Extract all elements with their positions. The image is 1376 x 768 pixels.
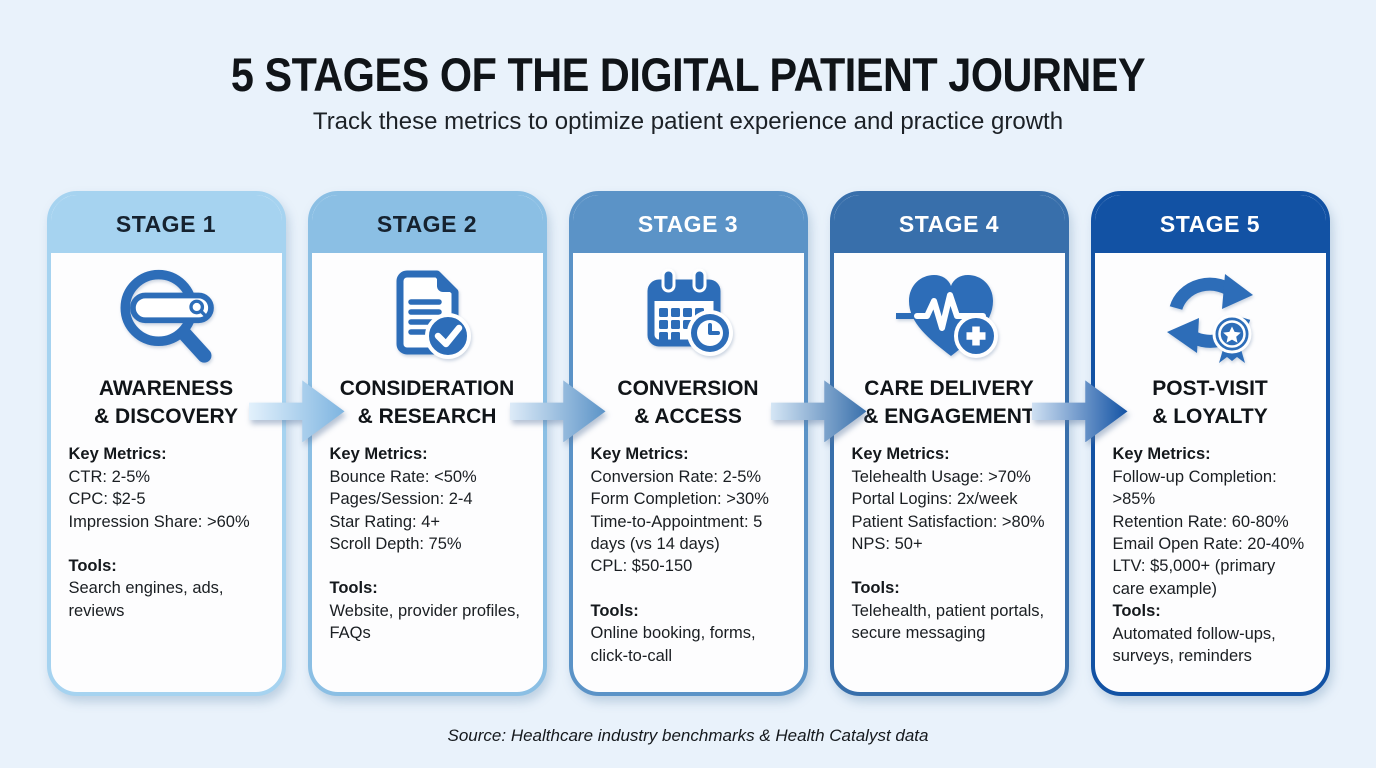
key-metrics-label: Key Metrics:: [68, 445, 167, 464]
stage-5-header: STAGE 5: [1094, 195, 1326, 254]
stage-card-5: STAGE 5 POST-VISIT & LOYALTY Key Metrics…: [1090, 191, 1330, 697]
stage-3-metrics: Key Metrics: Conversion Rate: 2-5% Form …: [573, 443, 804, 578]
tools-label: Tools:: [590, 601, 639, 620]
flow-arrow-2: [509, 380, 606, 443]
search-magnifier-icon: [51, 263, 282, 369]
tools-values: Website, provider profiles, FAQs: [329, 601, 520, 643]
stage-3-label: STAGE 3: [637, 210, 739, 237]
stage-4-metrics: Key Metrics: Telehealth Usage: >70% Port…: [834, 443, 1065, 555]
flow-arrow-4-shape: [1031, 380, 1128, 443]
key-metrics-label: Key Metrics:: [851, 445, 950, 464]
page-subtitle: Track these metrics to optimize patient …: [312, 108, 1064, 136]
stage-2-header: STAGE 2: [311, 195, 543, 254]
stage-3-tools: Tools: Online booking, forms, click-to-c…: [573, 600, 804, 667]
page-title: 5 STAGES OF THE DIGITAL PATIENT JOURNEY: [230, 48, 1146, 101]
calendar-clock-icon: [573, 263, 804, 369]
key-metrics-label: Key Metrics:: [590, 445, 689, 464]
key-metrics-label: Key Metrics:: [329, 445, 428, 464]
key-metrics-values: Follow-up Completion: >85% Retention Rat…: [1112, 467, 1305, 598]
stage-4-header: STAGE 4: [833, 195, 1065, 254]
stage-4-label: STAGE 4: [898, 210, 1000, 237]
flow-arrow-2-shape: [509, 380, 606, 443]
stage-card-3: STAGE 3: [568, 191, 808, 697]
stage-1-header: STAGE 1: [50, 195, 282, 254]
stage-3-title: CONVERSION & ACCESS: [617, 377, 759, 429]
tools-label: Tools:: [1112, 602, 1161, 621]
tools-label: Tools:: [68, 556, 117, 575]
flow-arrow-4: [1031, 380, 1128, 443]
heart-pulse-plus-icon: [834, 263, 1065, 369]
tools-values: Online booking, forms, click-to-call: [590, 624, 756, 665]
key-metrics-values: Telehealth Usage: >70% Portal Logins: 2x…: [851, 467, 1045, 553]
stage-2-label: STAGE 2: [376, 210, 478, 237]
tools-values: Search engines, ads, reviews: [68, 579, 224, 620]
stage-card-4: STAGE 4 CARE DELIVERY & ENGAGEMENT Key M…: [829, 191, 1069, 697]
stage-5-title: POST-VISIT & LOYALTY: [1152, 377, 1268, 429]
tools-values: Automated follow-ups, surveys, reminders: [1112, 624, 1276, 666]
flow-arrow-3-shape: [770, 380, 867, 443]
flow-arrow-1: [248, 380, 345, 443]
heading: 5 STAGES OF THE DIGITAL PATIENT JOURNEY …: [0, 0, 1376, 136]
stages-row: STAGE 1 AWARENESS & DISCOVERY Key Metric…: [46, 191, 1330, 697]
key-metrics-values: CTR: 2-5% CPC: $2-5 Impression Share: >6…: [68, 467, 250, 531]
stage-1-label: STAGE 1: [115, 210, 217, 237]
stage-4-title: CARE DELIVERY & ENGAGEMENT: [863, 377, 1035, 429]
source-note: Source: Healthcare industry benchmarks &…: [447, 726, 929, 746]
stage-2-metrics: Key Metrics: Bounce Rate: <50% Pages/Ses…: [312, 443, 543, 555]
tools-label: Tools:: [329, 579, 378, 598]
stage-card-1: STAGE 1 AWARENESS & DISCOVERY Key Metric…: [46, 191, 286, 697]
stage-5-metrics: Key Metrics: Follow-up Completion: >85% …: [1095, 443, 1326, 600]
document-check-icon: [312, 263, 543, 369]
tools-values: Telehealth, patient portals, secure mess…: [851, 601, 1045, 643]
stage-5-label: STAGE 5: [1159, 210, 1261, 237]
key-metrics-values: Conversion Rate: 2-5% Form Completion: >…: [590, 467, 769, 576]
stage-5-tools: Tools: Automated follow-ups, surveys, re…: [1095, 600, 1326, 667]
stage-card-2: STAGE 2 CONSIDERATION & RESEARCH Key Met…: [307, 191, 547, 697]
key-metrics-values: Bounce Rate: <50% Pages/Session: 2-4 Sta…: [329, 467, 477, 553]
key-metrics-label: Key Metrics:: [1112, 445, 1211, 464]
stage-3-header: STAGE 3: [572, 195, 804, 254]
stage-2-title: CONSIDERATION & RESEARCH: [339, 377, 515, 429]
stage-4-tools: Tools: Telehealth, patient portals, secu…: [834, 577, 1065, 644]
stage-1-tools: Tools: Search engines, ads, reviews: [51, 555, 282, 622]
flow-arrow-1-shape: [248, 380, 345, 443]
tools-label: Tools:: [851, 579, 900, 598]
flow-arrow-3: [770, 380, 867, 443]
stage-1-metrics: Key Metrics: CTR: 2-5% CPC: $2-5 Impress…: [51, 443, 282, 533]
stage-2-tools: Tools: Website, provider profiles, FAQs: [312, 577, 543, 644]
stage-1-title: AWARENESS & DISCOVERY: [94, 377, 238, 429]
cycle-loyalty-badge-icon: [1095, 263, 1326, 369]
